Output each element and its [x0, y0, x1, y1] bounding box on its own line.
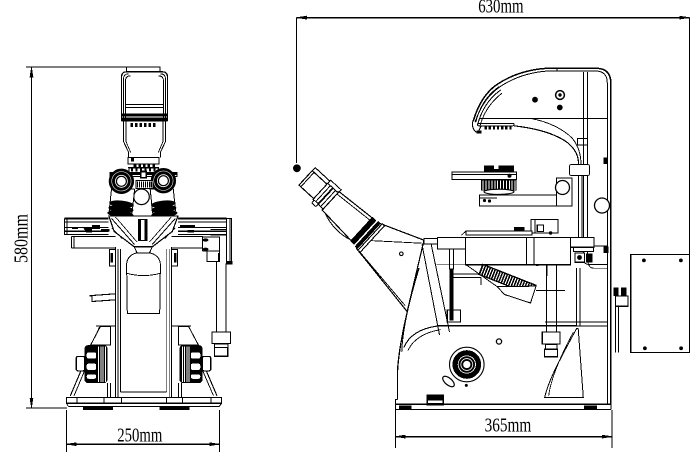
- svg-text:365mm: 365mm: [485, 415, 532, 437]
- svg-text:250mm: 250mm: [117, 424, 162, 446]
- svg-text:580mm: 580mm: [11, 214, 33, 263]
- svg-text:630mm: 630mm: [478, 0, 524, 18]
